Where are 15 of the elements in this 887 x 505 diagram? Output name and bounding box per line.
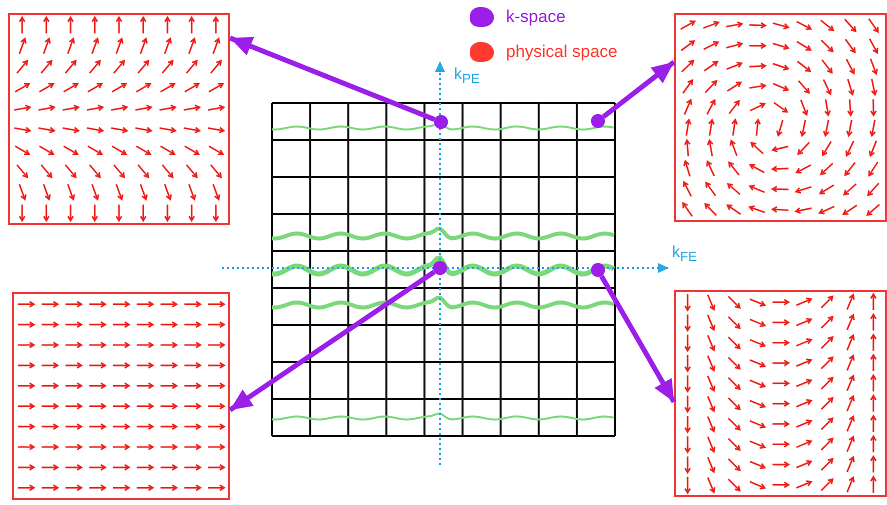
arrow (599, 274, 676, 404)
legend-label: k-space (506, 7, 566, 27)
vector-field-drawing (12, 292, 230, 500)
axis-label: k$_{PE}$ (454, 66, 480, 86)
k-space-point (591, 114, 605, 128)
k-space-point (591, 263, 605, 277)
arrow (228, 270, 436, 412)
arrow (602, 60, 676, 119)
vector-field-drawing (674, 290, 887, 497)
vector-field-drawing (8, 13, 230, 225)
arrow (229, 36, 436, 122)
legend-label: physical space (506, 42, 618, 62)
k-space-point (434, 115, 448, 129)
axis-label: k$_{FE}$ (672, 244, 698, 264)
vector-field-drawing (674, 13, 887, 222)
